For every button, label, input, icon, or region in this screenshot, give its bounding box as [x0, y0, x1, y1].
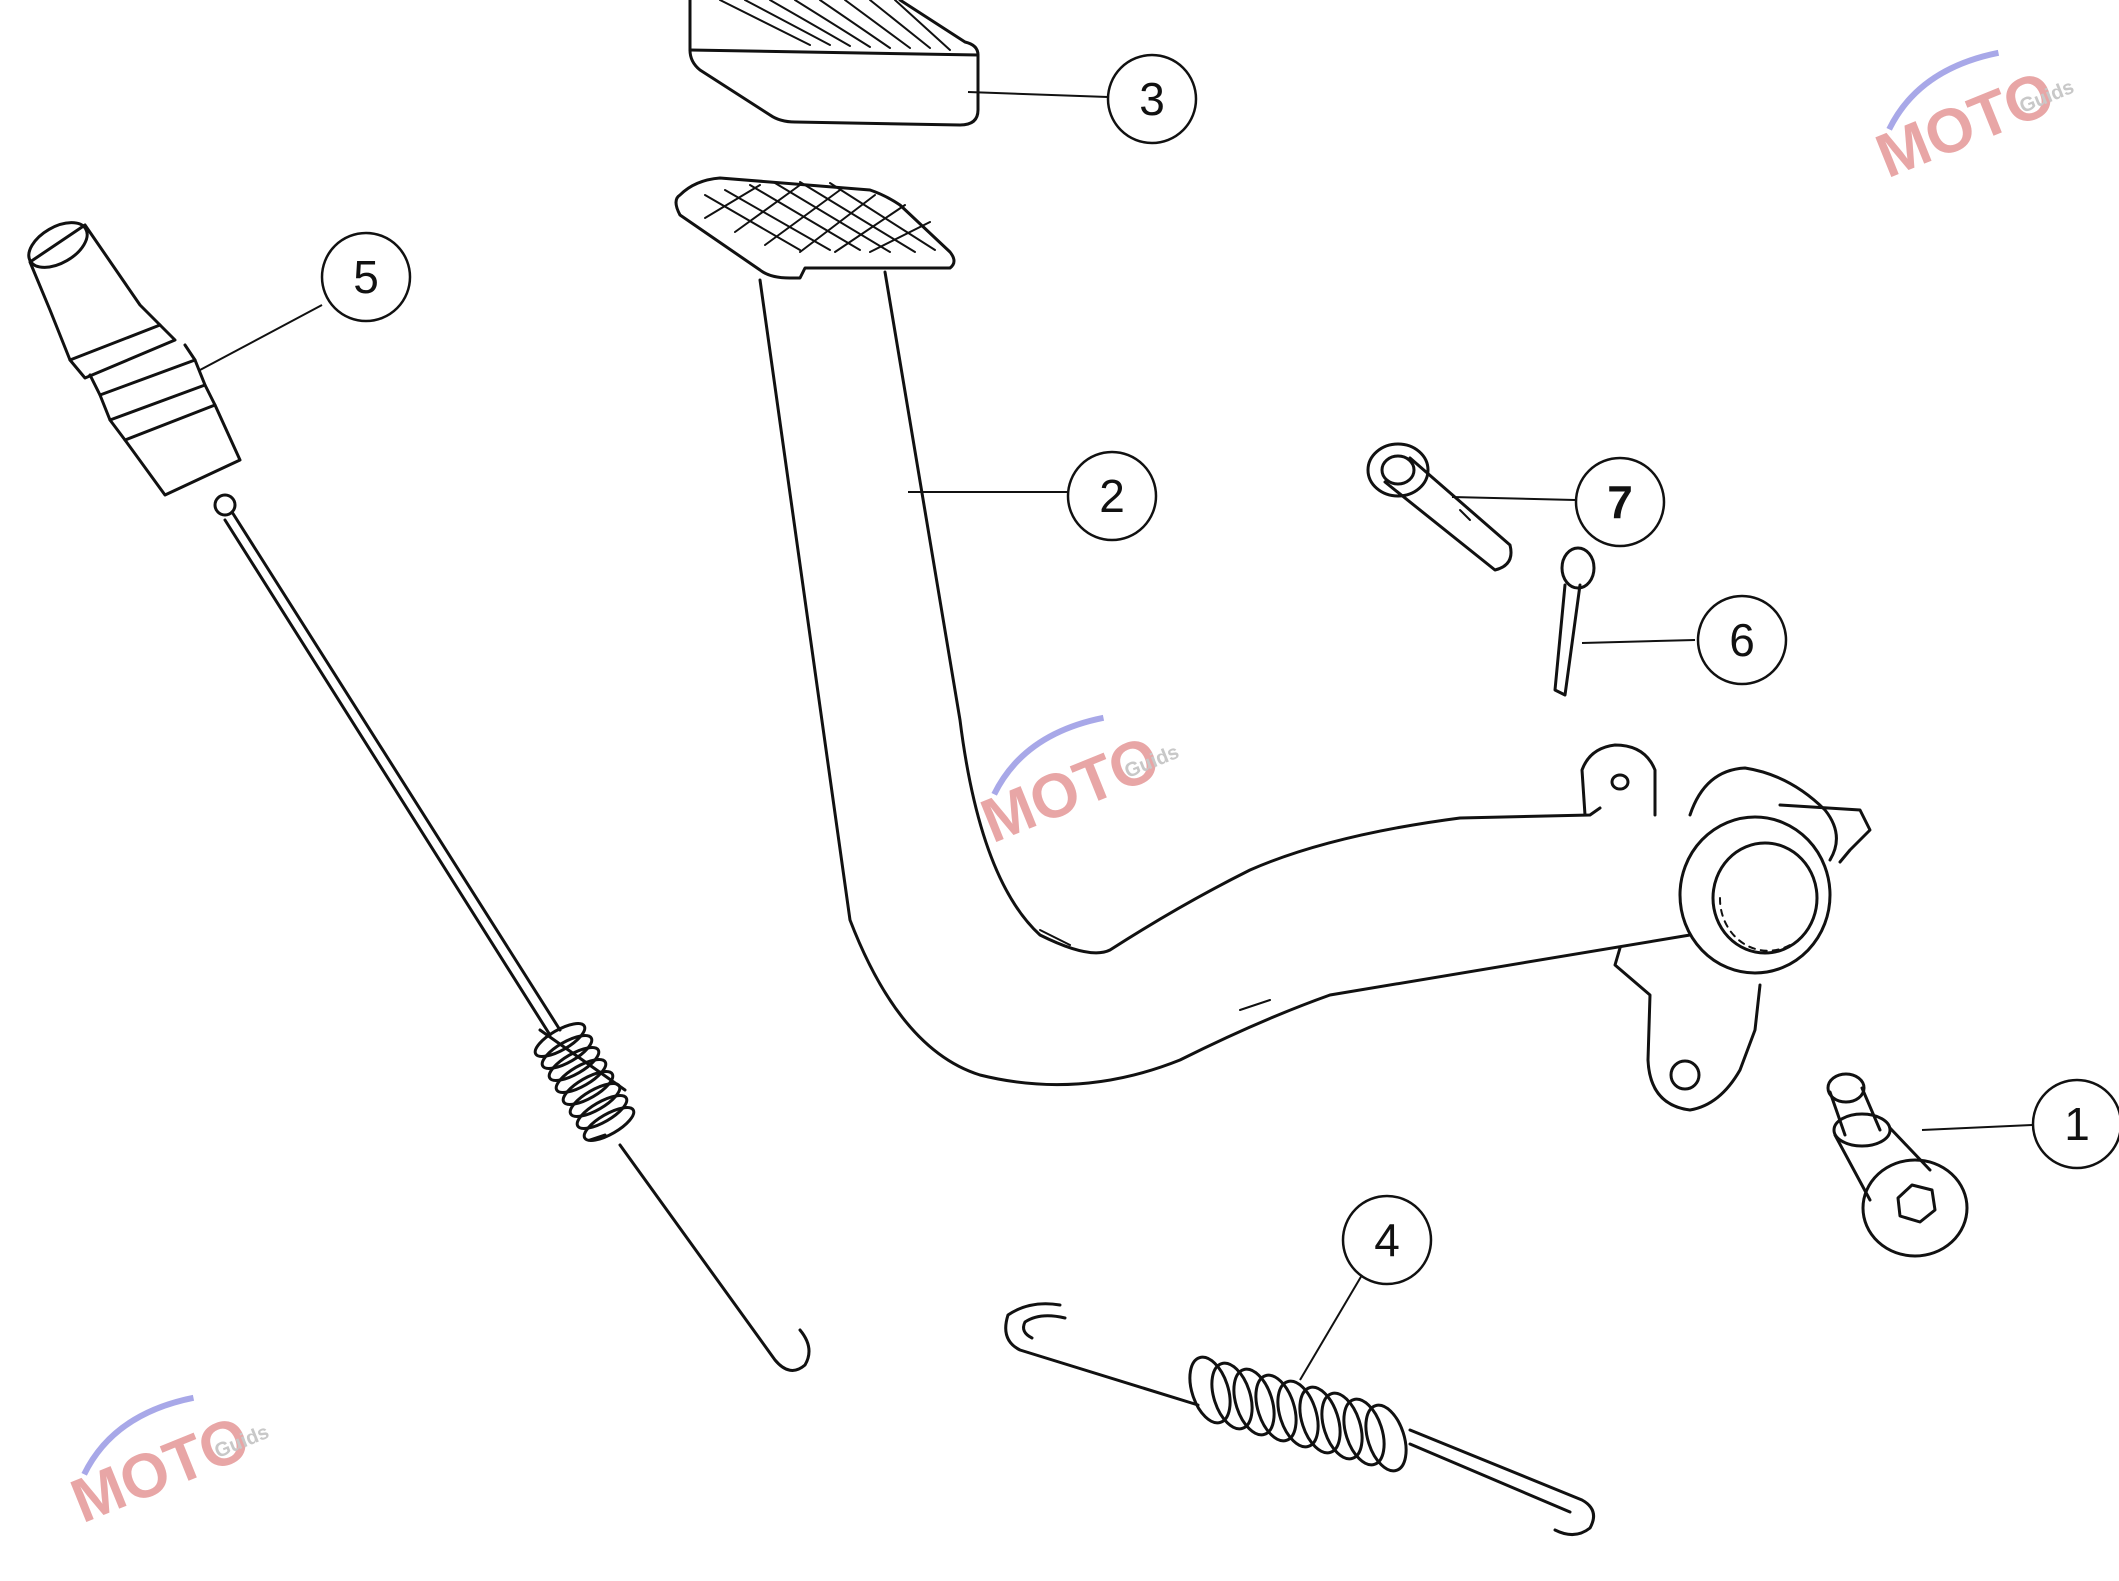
leader-1	[1921, 1124, 2033, 1131]
watermark-center: MOTO Guids	[972, 714, 1182, 857]
callout-7: 7	[1574, 456, 1666, 548]
callout-2: 2	[1066, 450, 1158, 542]
part-2-brake-pedal-lever	[674, 176, 1872, 1112]
part-6-cotter-pin	[1553, 546, 1596, 697]
callout-1: 1	[2031, 1078, 2119, 1170]
leader-lines	[199, 91, 2033, 1381]
leader-5	[199, 304, 323, 371]
callout-4: 4	[1341, 1194, 1433, 1286]
callout-label: 3	[1139, 73, 1165, 125]
callout-3: 3	[1106, 53, 1198, 145]
leader-4	[1299, 1274, 1363, 1381]
callout-label: 6	[1729, 614, 1755, 666]
leader-7	[1451, 496, 1576, 501]
watermark-bottom-left: MOTO Guids	[62, 1394, 272, 1537]
part-3-pedal-pad	[688, 0, 980, 127]
callout-label: 5	[353, 251, 379, 303]
callout-label: 1	[2064, 1098, 2090, 1150]
leader-3	[967, 91, 1109, 98]
watermark-text: MOTO	[1867, 58, 2064, 191]
watermark-text: MOTO	[62, 1403, 259, 1536]
callout-6: 6	[1696, 594, 1788, 686]
callout-label: 7	[1607, 476, 1633, 528]
callout-label: 2	[1099, 470, 1125, 522]
watermark-top-right: MOTO Guids	[1867, 49, 2077, 192]
callout-5: 5	[320, 231, 412, 323]
leader-6	[1581, 639, 1696, 644]
part-5-brake-light-switch	[27, 221, 811, 1372]
part-1-shoulder-bolt	[1826, 1072, 1969, 1258]
part-7-clevis-pin	[1366, 442, 1513, 572]
part-4-return-spring	[1004, 1302, 1596, 1536]
watermark-text: MOTO	[972, 723, 1169, 856]
callout-label: 4	[1374, 1214, 1400, 1266]
